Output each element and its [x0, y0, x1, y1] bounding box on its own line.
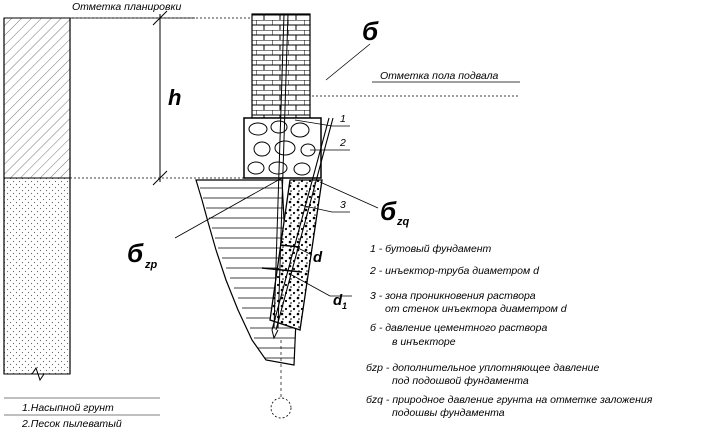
- soil-legend-item: 1.Насыпной грунт: [22, 402, 114, 414]
- callout-2: 2: [339, 137, 346, 149]
- basement-floor-label: Отметка пола подвала: [380, 70, 499, 82]
- sigma-zq-label: б zq: [380, 196, 410, 228]
- leader-lines: [174, 43, 379, 239]
- svg-text:б: б: [127, 238, 144, 268]
- callout-1: 1: [340, 113, 346, 125]
- d1-label: d 1: [333, 292, 347, 311]
- legend-item: б - давление цементного раствора: [370, 322, 547, 334]
- soil-legend: 1.Насыпной грунт 2.Песок пылеватый: [4, 397, 160, 430]
- svg-text:d: d: [333, 292, 343, 309]
- legend-item: 3 - зона проникновения раствора: [370, 290, 536, 302]
- svg-text:б: б: [380, 196, 397, 226]
- legend: 1 - бутовый фундамент 2 - инъектор-труба…: [366, 243, 653, 419]
- sigma-label: б: [362, 16, 379, 46]
- legend-item: бzp - дополнительное уплотняющее давлени…: [366, 362, 599, 374]
- callout-3: 3: [340, 199, 346, 211]
- soil-column: [3, 17, 71, 382]
- diameter-marks: [261, 244, 352, 297]
- legend-item: в инъекторе: [392, 336, 456, 348]
- d-label: d: [313, 249, 323, 266]
- svg-text:zp: zp: [144, 259, 158, 271]
- sigma-zp-label: б zp: [127, 238, 158, 271]
- legend-item: 2 - инъектор-труба диаметром d: [369, 265, 540, 277]
- height-dimension: [152, 10, 168, 186]
- legend-item: 1 - бутовый фундамент: [370, 243, 492, 255]
- rubble-foundation: [243, 117, 322, 179]
- grade-mark-label: Отметка планировки: [72, 1, 181, 13]
- legend-item: от стенок инъектора диаметром d: [385, 303, 568, 315]
- height-label: h: [168, 85, 181, 110]
- svg-text:zq: zq: [396, 216, 410, 228]
- soil-legend-item: 2.Песок пылеватый: [21, 418, 122, 430]
- injector-pipe: [271, 13, 334, 340]
- svg-text:1: 1: [342, 301, 347, 311]
- end-circle: [270, 397, 292, 419]
- legend-item: под подошвой фундамента: [392, 375, 529, 387]
- legend-item: бzq - природное давление грунта на отмет…: [366, 394, 653, 406]
- legend-item: подошвы фундамента: [392, 407, 505, 419]
